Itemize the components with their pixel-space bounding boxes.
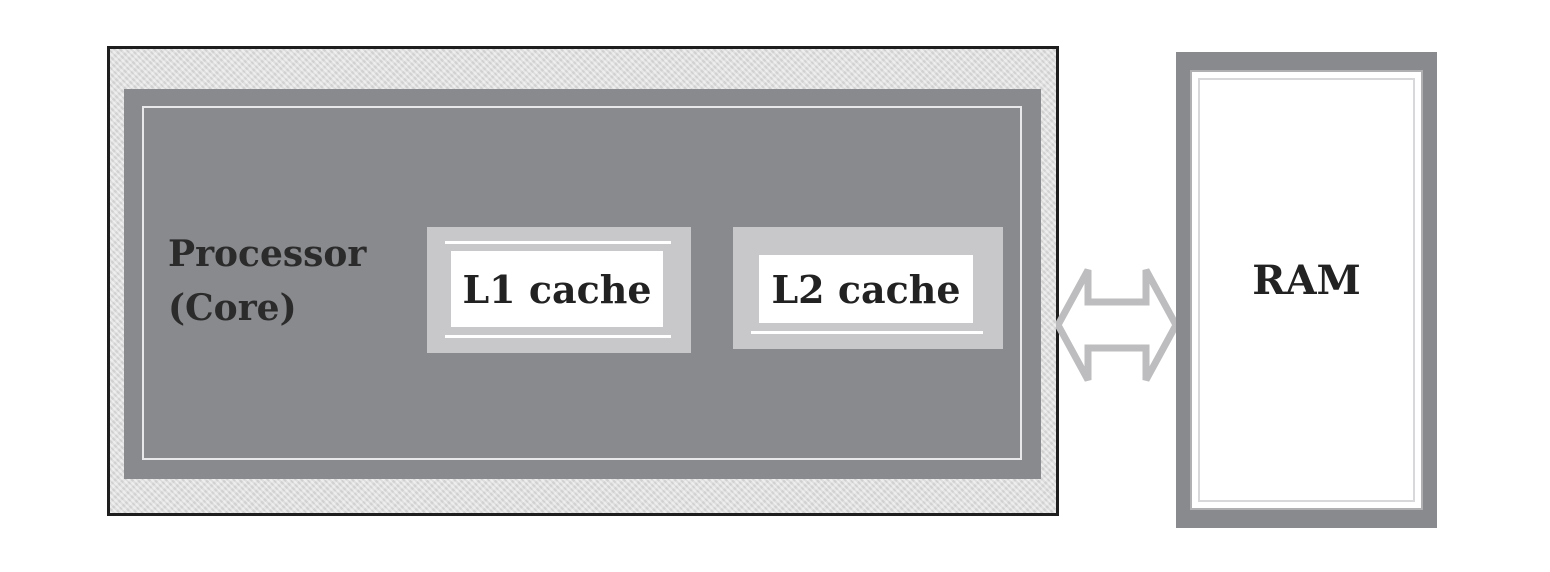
processor-label-line1: Processor bbox=[168, 233, 367, 275]
l2-cache-inner: L2 cache bbox=[759, 255, 973, 323]
ram-block: RAM bbox=[1176, 52, 1437, 528]
processor-inner-border bbox=[142, 106, 1022, 460]
bidirectional-arrow-icon bbox=[1056, 268, 1178, 382]
l2-cache-bottom-line bbox=[751, 331, 983, 334]
ram-inner: RAM bbox=[1190, 70, 1423, 510]
processor-label: Processor (Core) bbox=[168, 227, 366, 335]
l1-cache-label: L1 cache bbox=[462, 266, 652, 312]
ram-label: RAM bbox=[1252, 256, 1361, 304]
l2-cache-label: L2 cache bbox=[771, 266, 961, 312]
processor-label-line2: (Core) bbox=[168, 287, 297, 329]
l1-cache-box: L1 cache bbox=[427, 227, 691, 353]
l1-cache-top-line bbox=[445, 241, 671, 244]
l1-cache-inner: L1 cache bbox=[451, 251, 663, 327]
processor-block: Processor (Core) L1 cache L2 cache bbox=[107, 46, 1059, 516]
l1-cache-bottom-line bbox=[445, 335, 671, 338]
l2-cache-box: L2 cache bbox=[733, 227, 1003, 349]
